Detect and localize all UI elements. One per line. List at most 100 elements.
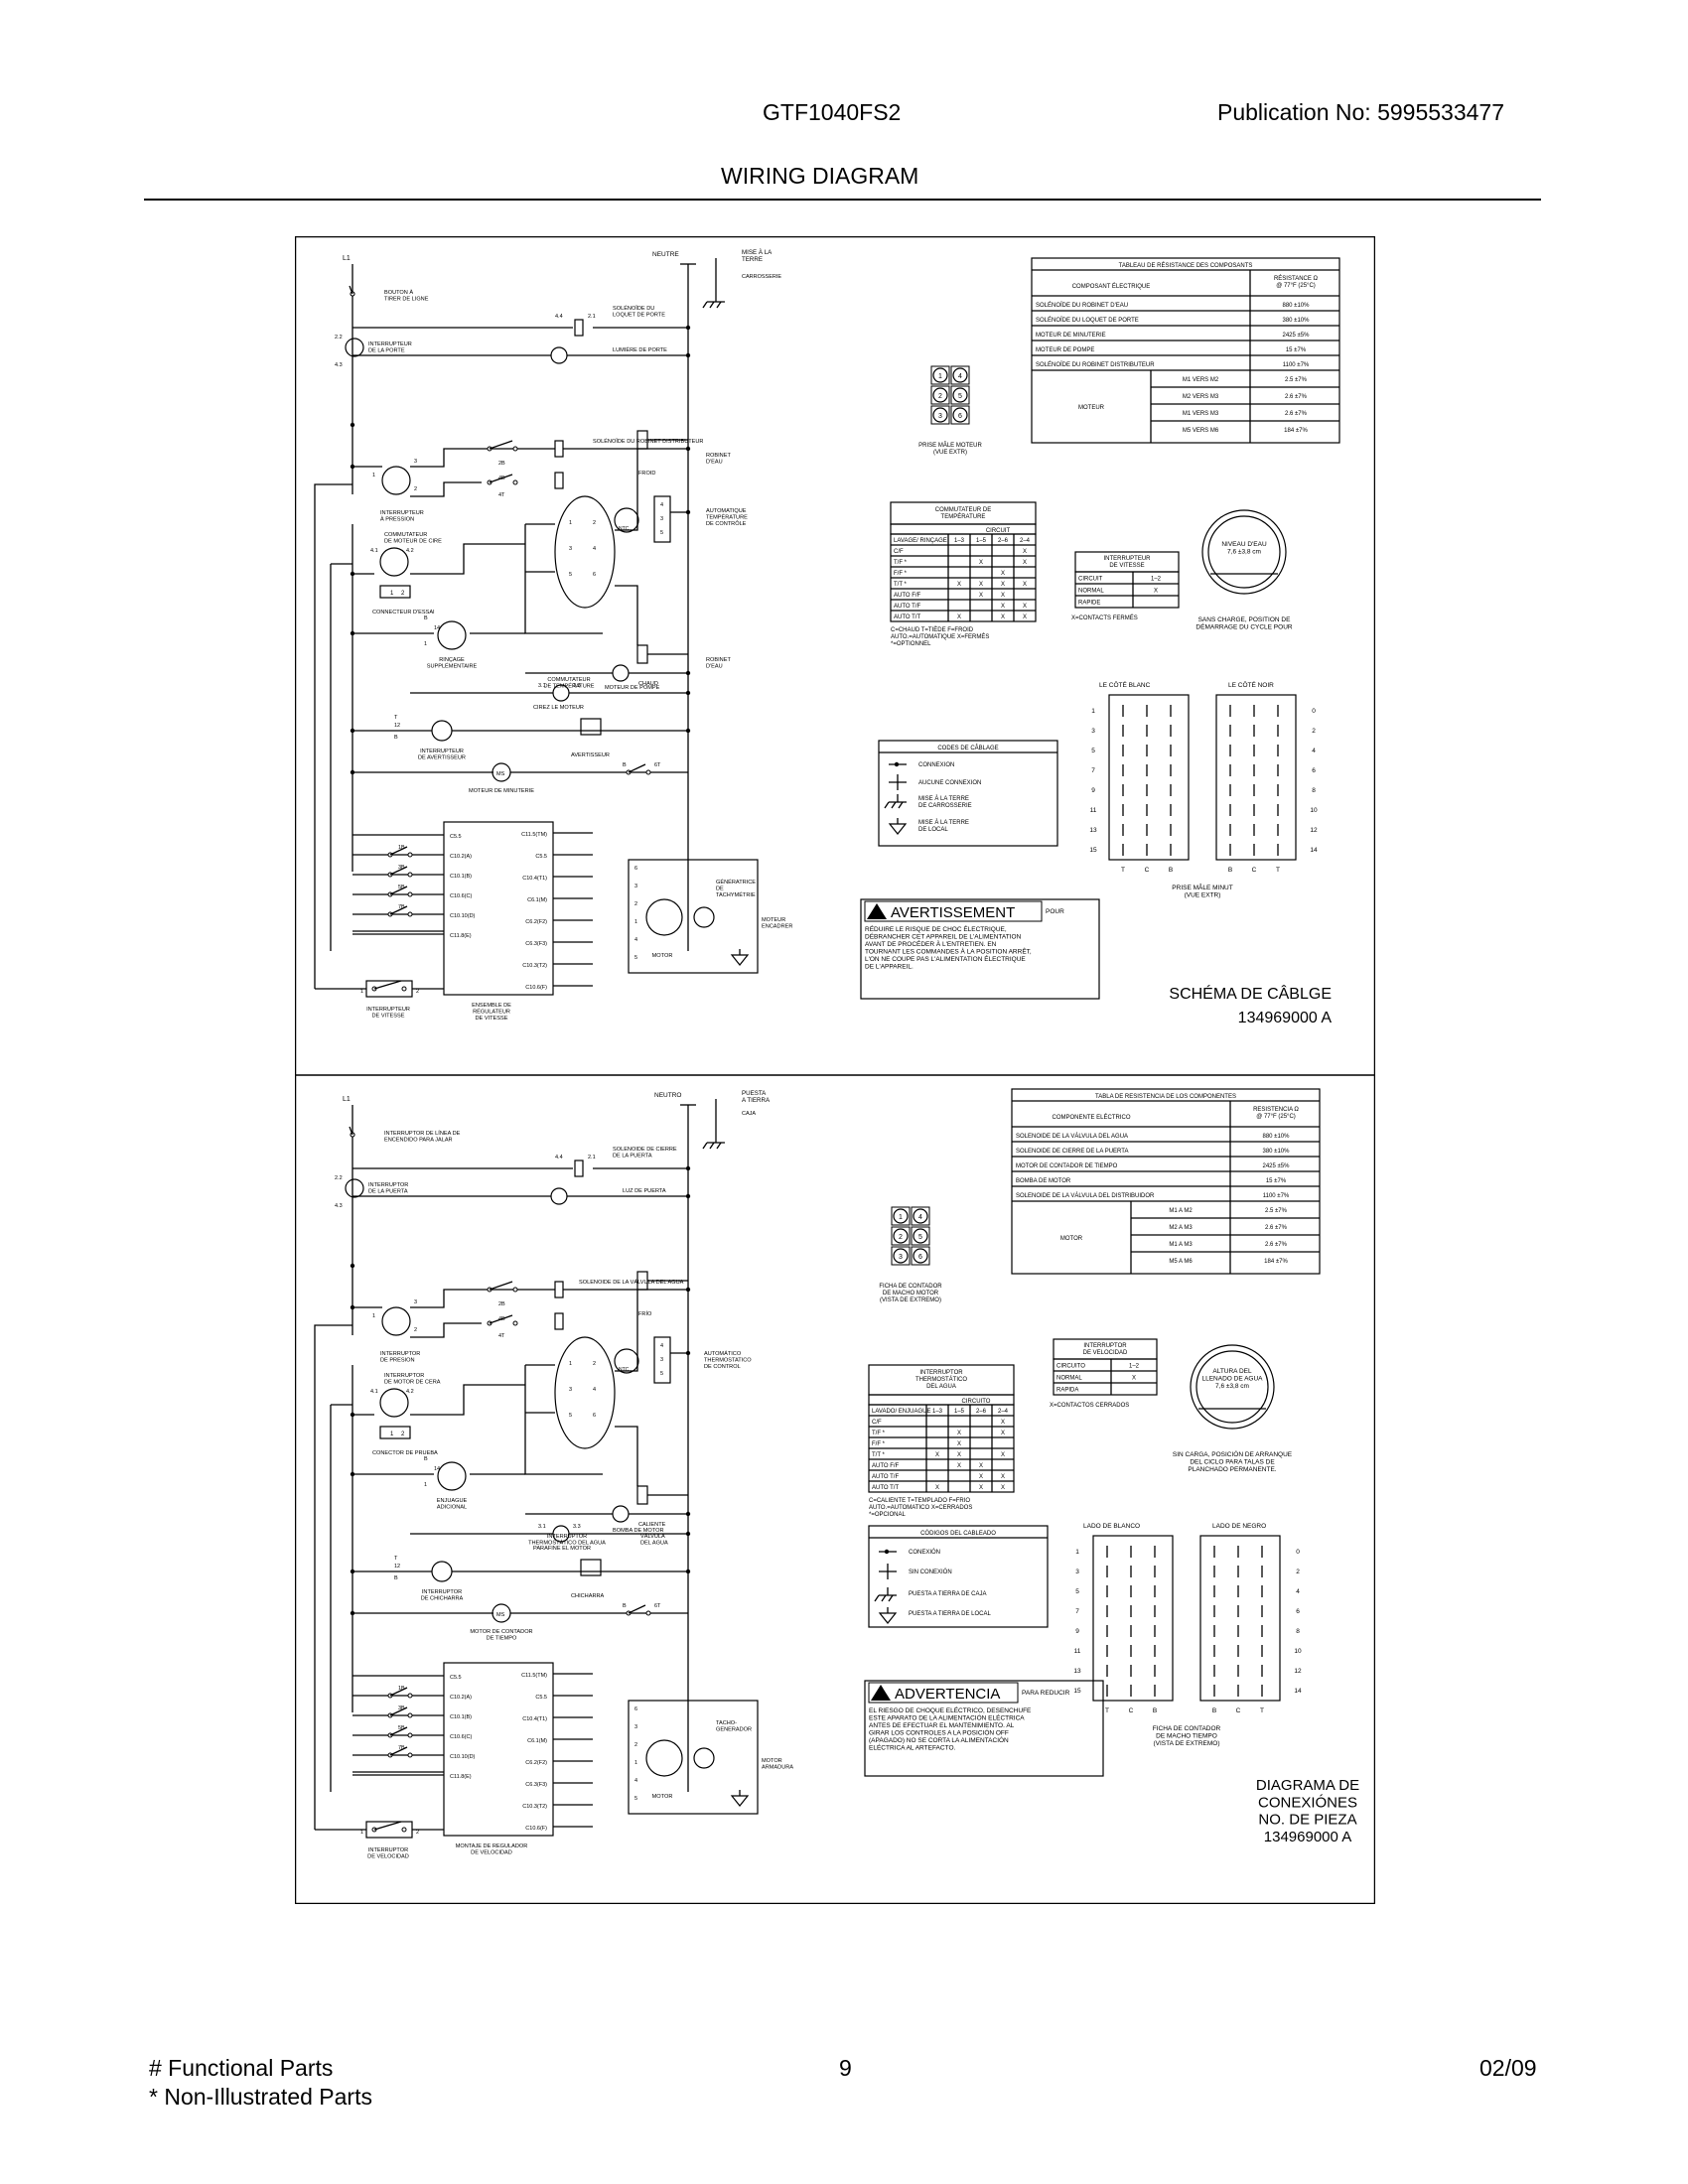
table-cell: F/F * [872,1441,886,1447]
wax-motor-switch [379,547,409,577]
footer-page-number: 9 [839,2055,852,2081]
table-cell: T/F * [894,560,908,566]
label: 4.2 [406,1389,414,1395]
table-cell: X [1132,1376,1136,1382]
timer-plug-pin: 13 [1073,1668,1081,1675]
plug-pin-box [930,365,950,385]
label: 1 [372,1313,375,1319]
plug-pin-box [950,365,970,385]
controller-pin: C10.4(T1) [522,876,547,882]
resistance-component: SOLÉNOÏDE DU ROBINET DISTRIBUTEUR [1036,361,1155,368]
speed-controller-box [443,1662,554,1837]
resistance-motor-pair: M1 A M3 [1169,1242,1193,1248]
chassis-label: CARROSSERIE [742,274,781,280]
resistance-value: 1100 ±7% [1263,1193,1290,1199]
plug-pin-number: 2 [899,1234,903,1241]
pump-motor-label: BOMBA DE MOTOR [613,1528,664,1534]
plug-pin [932,387,948,403]
timer-plug-white [1108,694,1190,861]
switch-contact [512,1320,518,1326]
timer-plug-white [1092,1535,1174,1702]
wire [615,1290,638,1372]
table-cell: X [979,1463,983,1469]
junction-dot [685,1569,691,1574]
switch-contact [401,1827,407,1833]
code-chassis-ground: PUESTA A TIERRA DE CAJA [909,1591,986,1597]
code-connection: CONNEXION [918,762,954,768]
controller-pin: C11.5(TM) [521,1673,547,1679]
table-cell: AUTO T/F [894,604,920,610]
code-no-connection: AUCUNE CONNEXION [918,780,981,786]
junction-dot [350,571,355,577]
table-cell: T/T * [872,1452,886,1458]
plug-pin-box [911,1246,930,1266]
table-cell: 1–5 [954,1409,965,1415]
switch-contact [407,1732,413,1738]
label: 5B [398,1725,405,1731]
table-cell: C/F [894,549,904,555]
relay-coil [554,472,564,489]
label: 3 [634,1724,637,1730]
timer-plug-pin: 9 [1075,1628,1079,1635]
cold-label: FRÍO [638,1310,652,1317]
table-cell: X [935,1485,939,1491]
switch-contact [401,986,407,992]
controller-pin: C6.2(F2) [525,1760,547,1766]
controller-assembly-label: DE VELOCIDAD [471,1849,512,1855]
temperature-switch [554,495,616,609]
timer-plug-pin: 6 [1296,1608,1300,1615]
tachometer-label: DE [716,886,724,891]
door-light-symbol [550,346,568,364]
plug-pin-box [891,1226,911,1246]
tachometer-symbol [693,1747,715,1769]
dispenser-solenoid-label: SOLÉNOÏDE DU ROBINET DISTRIBUTEUR [593,438,703,445]
controller-pin: C11.8(E) [450,1774,472,1780]
timer-plug-pin: 12 [1310,827,1318,834]
wire [891,801,897,809]
motor-label: MOTOR [652,953,673,959]
label: 3 [414,1299,417,1305]
warning-triangle-icon [867,903,887,919]
temp-table-title: THERMOSTÁTICO [915,1376,967,1383]
resistance-component: MOTEUR DE POMPE [1036,347,1094,353]
wire [709,301,715,309]
plug-pin-number: 5 [958,393,962,400]
resistance-value: 184 ±7% [1264,1259,1288,1265]
junction-dot [685,1531,691,1537]
timer-plug-column: C [1236,1707,1241,1714]
label: 4 [660,1343,663,1349]
wire [314,483,352,989]
water-level-label: LLENADO DE AGUA [1201,1375,1263,1382]
label: 2B [498,461,505,467]
table-cell: AUTO F/F [894,593,921,599]
buzzer-switch-label: DE CHICHARRA [421,1595,464,1601]
timer-plug-pin: 2 [1312,728,1316,735]
auto-temp-label: THERMOSTATICO [704,1357,752,1363]
table-cell: X [957,1431,961,1436]
pressure-switch-symbol [381,466,411,495]
black-side-label: LADO DE NEGRO [1212,1523,1266,1530]
temp-table-legend: *=OPCIONAL [869,1512,907,1518]
controller-pin: C11.8(E) [450,933,472,939]
door-lock-label: DE LA PUERTA [613,1153,652,1159]
schema-title: CONEXIÓNES [1258,1794,1357,1811]
wire [389,866,408,876]
warning-text: ESTE APARATO DE LA ALIMENTACIÓN ELÉCTRIC… [869,1712,1025,1721]
table-cell: X [1001,1485,1005,1491]
label: 7B [398,904,405,910]
label: 4T [498,1333,505,1339]
label: 4B [498,476,505,481]
armature-label: ARMADURA [762,1764,793,1770]
resistance-value: 2.6 ±7% [1265,1242,1288,1248]
dispenser-solenoid-label: SOLENOIDE DE LA VÁLVULA DEL AGUA [579,1279,684,1286]
label: 4.4 [555,1155,563,1160]
timer-plug-column: C [1129,1707,1134,1714]
temp-table-legend: C=CALIENTE T=TEMPLADO F=FRIO [869,1498,970,1504]
junction-dot [685,1287,691,1293]
speed-table-title: INTERRUPTEUR [1103,556,1151,562]
wiring-codes-title: CODES DE CÂBLAGE [937,745,998,751]
test-connector-label: CONNECTEUR D'ESSAI [372,610,435,615]
warning-text: ANTES DE EFECTUAR EL MANTENIMIENTO. AL [869,1722,1015,1729]
switch-contact [645,769,651,775]
table-cell: 1–2 [1151,577,1162,583]
